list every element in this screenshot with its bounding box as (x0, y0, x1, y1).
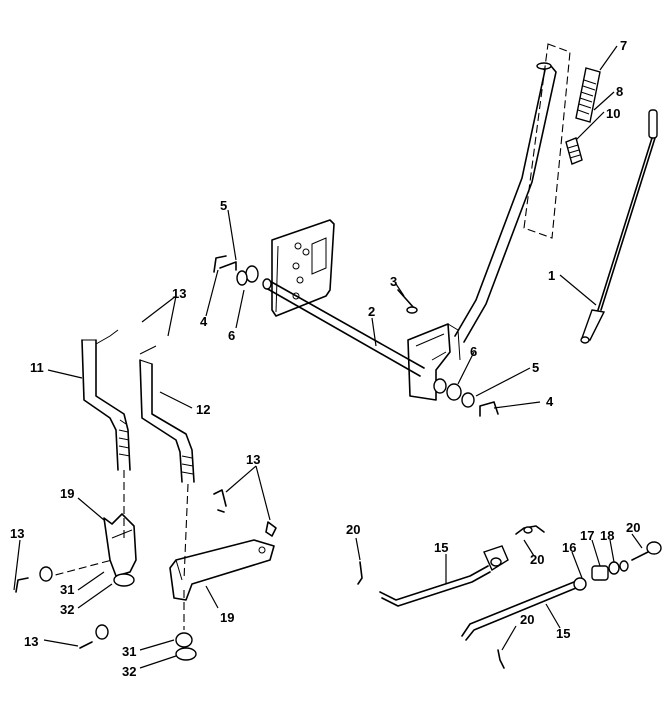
callout-13b: 13 (246, 452, 260, 467)
callout-18: 18 (600, 528, 614, 543)
callout-3: 3 (390, 274, 397, 289)
callout-2: 2 (368, 304, 375, 319)
callout-1: 1 (548, 268, 555, 283)
callout-13d: 13 (24, 634, 38, 649)
callout-20d: 20 (520, 612, 534, 627)
shaft-bracket (407, 323, 461, 401)
callout-13c: 13 (10, 526, 24, 541)
lift-rod (580, 109, 658, 344)
callout-labels: 7 8 10 1 5 4 6 3 2 6 5 4 13 11 12 13 19 … (10, 38, 640, 679)
callout-12: 12 (196, 402, 210, 417)
rod-end-hardware (591, 541, 662, 581)
callout-6: 6 (228, 328, 235, 343)
callout-11: 11 (30, 360, 44, 375)
lift-handle (454, 43, 571, 343)
dashed-centerlines (43, 470, 189, 630)
handle-knob (565, 137, 583, 165)
callout-19b: 19 (220, 610, 234, 625)
callout-20c: 20 (626, 520, 640, 535)
cotter-pin (397, 289, 418, 314)
callout-16: 16 (562, 540, 576, 555)
callout-15b: 15 (556, 626, 570, 641)
lift-shaft (262, 278, 425, 377)
control-rod-lower (461, 577, 587, 669)
callout-13a: 13 (172, 286, 186, 301)
callout-20b: 20 (530, 552, 544, 567)
lower-bracket-right (79, 489, 277, 661)
lower-bracket-left (15, 513, 137, 593)
leader-lines (13, 45, 643, 669)
callout-20a: 20 (346, 522, 360, 537)
callout-31a: 31 (60, 582, 74, 597)
bushings-upper (213, 255, 499, 417)
callout-5b: 5 (532, 360, 539, 375)
callout-10: 10 (606, 106, 620, 121)
handle-grip (575, 67, 601, 123)
mounting-plate (271, 219, 335, 317)
callout-32b: 32 (122, 664, 136, 679)
callout-31b: 31 (122, 644, 136, 659)
callout-19a: 19 (60, 486, 74, 501)
callout-4: 4 (200, 314, 208, 329)
callout-7: 7 (620, 38, 627, 53)
callout-6b: 6 (470, 344, 477, 359)
callout-17: 17 (580, 528, 594, 543)
callout-8: 8 (616, 84, 623, 99)
control-rod-upper (357, 525, 545, 607)
lift-arm-left (81, 329, 131, 471)
callout-5: 5 (220, 198, 227, 213)
lift-arm-right (139, 345, 195, 483)
callout-32a: 32 (60, 602, 74, 617)
callout-15a: 15 (434, 540, 448, 555)
callout-4b: 4 (546, 394, 554, 409)
